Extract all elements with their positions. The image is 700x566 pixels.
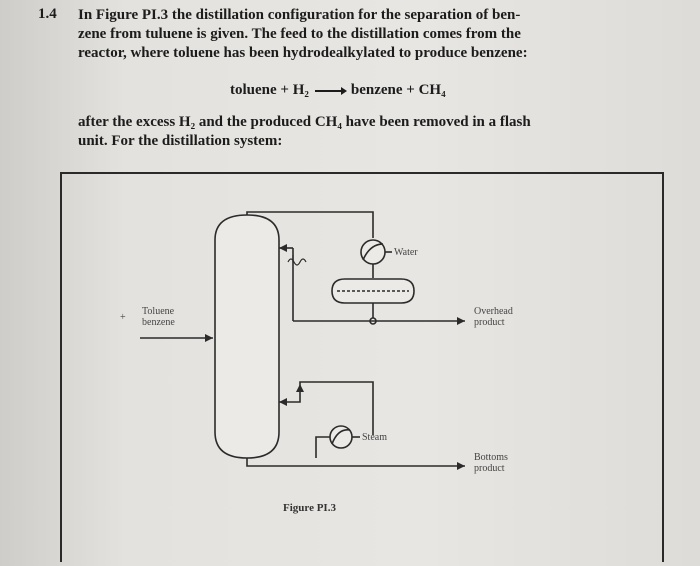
after-line-2: unit. For the distillation system: [78,133,283,149]
steam-label: Steam [362,432,387,443]
vapor-line [246,211,374,238]
figure-caption: Figure PI.3 [283,502,336,514]
bottoms-label: Bottoms product [474,452,508,474]
problem-number: 1.4 [38,6,57,22]
intro-line-1: In Figure PI.3 the distillation configur… [78,7,521,23]
overhead-label-line-1: Overhead [474,306,513,317]
bottoms-label-line-1: Bottoms [474,452,508,463]
figure-frame [60,172,664,562]
after-line-1: after the excess H₂ and the produced CH₄… [78,114,531,130]
bottoms-line [246,458,465,467]
equation-products: benzene + CH₄ [350,82,446,98]
feed-label-line-2: benzene [142,317,175,328]
feed-label: Toluene benzene [142,306,175,328]
reaction-arrow-icon [314,86,347,95]
overhead-label-line-2: product [474,317,505,328]
distillation-column [214,214,280,459]
problem-continuation: after the excess H₂ and the produced CH₄… [78,113,678,151]
intro-line-2: zene from tuluene is given. The feed to … [78,26,521,42]
water-label: Water [394,247,418,258]
feed-label-line-1: Toluene [142,306,175,317]
reboiler-return [279,381,374,435]
equation-reactants: toluene + H₂ [230,82,309,98]
bottoms-label-line-2: product [474,463,505,474]
intro-line-3: reactor, where toluene has been hydrodea… [78,45,528,61]
feed-plus: + [120,312,126,323]
problem-intro: In Figure PI.3 the distillation configur… [78,6,678,63]
reaction-equation: toluene + H₂ benzene + CH₄ [230,82,446,99]
overhead-label: Overhead product [474,306,513,328]
